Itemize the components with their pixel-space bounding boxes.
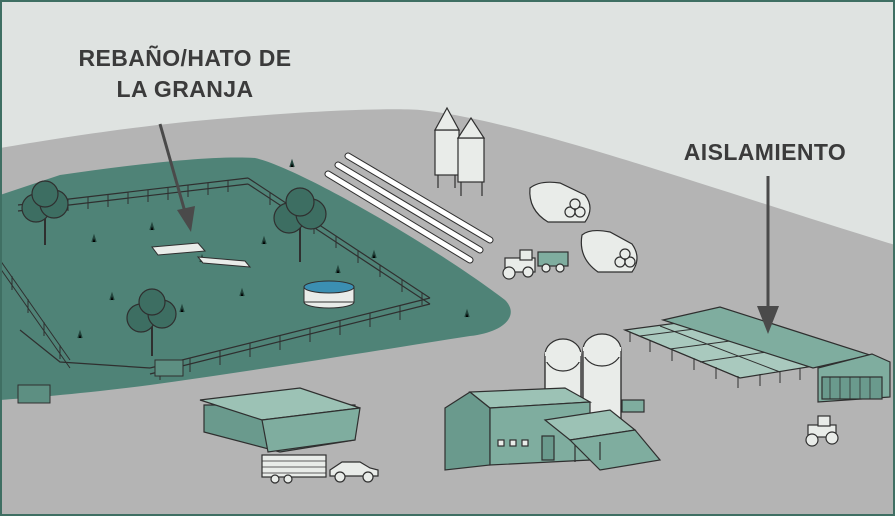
small-tractor-icon (805, 415, 839, 447)
main-barn-silos (444, 333, 662, 471)
feed-trough-icon (151, 242, 252, 268)
hay-bales-icon (529, 181, 638, 273)
machinery-shed (199, 387, 361, 453)
isolation-label: AISLAMIENTO (683, 139, 847, 165)
tree-icon (21, 180, 69, 245)
isolation-barn (622, 306, 891, 403)
herd-arrow-icon (158, 123, 195, 232)
truck-trailer-icon (261, 454, 379, 484)
tree-icon (273, 187, 327, 262)
tractor-icon (502, 249, 569, 280)
pipes-icon (324, 152, 494, 264)
herd-label-line1: REBAÑO/HATO DE (78, 45, 292, 71)
water-tank-icon (303, 280, 355, 309)
herd-label: REBAÑO/HATO DE LA GRANJA (40, 43, 330, 105)
herd-pasture (0, 157, 511, 404)
isolation-arrow-icon (757, 176, 779, 334)
herd-label-line2: LA GRANJA (116, 76, 254, 102)
grain-silo-icon (433, 106, 486, 196)
tree-icon (126, 288, 177, 356)
